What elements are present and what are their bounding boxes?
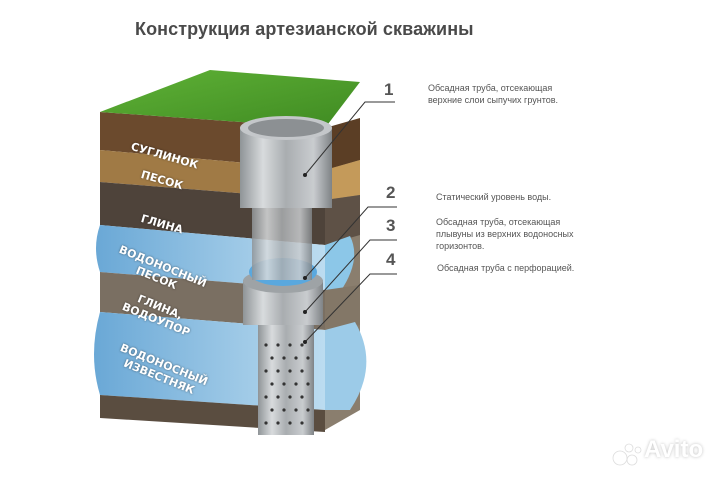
callout-text-1: Обсадная труба, отсекающая верхние слои … <box>428 83 559 105</box>
avito-logo-icon <box>612 443 642 466</box>
callout-number-3: 3 <box>386 216 396 235</box>
callout-number-4: 4 <box>386 250 396 269</box>
page-title: Конструкция артезианской скважины <box>135 19 474 39</box>
callout-text-4: Обсадная труба с перфорацией. <box>437 263 575 273</box>
callout-number-2: 2 <box>386 183 396 202</box>
callout-text-3: Обсадная труба, отсекающая плывуны из ве… <box>436 217 574 251</box>
grass-top <box>100 70 360 128</box>
casing-pipes <box>240 116 332 435</box>
avito-watermark: Avito <box>644 436 704 463</box>
callout-text-2: Статический уровень воды. <box>436 192 552 202</box>
callout-number-1: 1 <box>384 80 394 99</box>
leader-lines <box>304 101 397 343</box>
